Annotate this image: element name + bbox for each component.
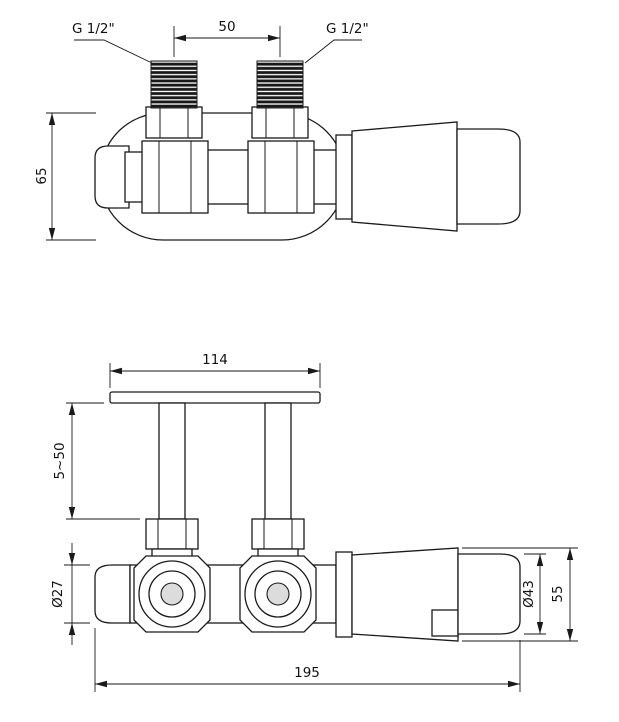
dimension-thread-spacing: 50 — [173, 19, 281, 57]
top-view: 50 G 1/2" G 1/2" 65 — [34, 19, 521, 241]
thread-label-right: G 1/2" — [304, 21, 369, 64]
pipe-end-cap-top — [94, 145, 130, 209]
head-knob-top — [456, 128, 521, 225]
dimension-total-length: 195 — [94, 628, 521, 692]
pipe-left — [158, 402, 186, 520]
union-nut-left-outline — [145, 518, 199, 550]
dimension-pipe-diameter: Ø27 — [50, 543, 90, 645]
pipe-right — [264, 402, 292, 520]
leader-line — [304, 39, 362, 64]
front-view: 114 5~50 Ø27 Ø43 — [50, 352, 578, 692]
body-connector-center — [199, 149, 255, 205]
wall-plate — [109, 391, 321, 404]
head-taper-top — [351, 121, 458, 232]
dimension-oval-height: 65 — [34, 112, 96, 241]
dim-label-head-height: 55 — [550, 585, 566, 602]
dim-label-total-length: 195 — [294, 665, 320, 681]
locknut-right — [251, 106, 309, 139]
head-flange-front — [335, 551, 353, 638]
dim-label-head-diameter: Ø43 — [521, 580, 537, 608]
head-flange-top — [335, 134, 353, 220]
head-knob-front — [457, 553, 521, 635]
locknut-left — [145, 106, 203, 139]
thread-right — [256, 60, 304, 109]
head-clip-detail — [431, 609, 459, 637]
dim-label-pipe-diameter: Ø27 — [50, 580, 66, 608]
dim-label-oval-height: 65 — [34, 167, 50, 184]
union-nut-right — [251, 518, 305, 550]
thread-label-left-text: G 1/2" — [72, 21, 115, 37]
valve-block-left — [141, 140, 209, 214]
dimension-plate-width: 114 — [109, 352, 321, 388]
locknut-left-outline — [145, 106, 203, 139]
dim-label-plate-width: 114 — [202, 352, 228, 368]
dim-label-depth-range: 5~50 — [52, 442, 68, 479]
valve-block-right — [247, 140, 315, 214]
valve-union-face-right — [244, 560, 312, 628]
valve-union-face-left — [138, 560, 206, 628]
union-nut-right-outline — [251, 518, 305, 550]
inner-hub — [266, 582, 290, 606]
valve-block-left-outline — [141, 140, 209, 214]
thread-label-left: G 1/2" — [72, 21, 153, 64]
union-nut-left — [145, 518, 199, 550]
dimension-head-diameter: Ø43 — [521, 553, 546, 635]
locknut-right-outline — [251, 106, 309, 139]
thread-label-right-text: G 1/2" — [326, 21, 369, 37]
inner-hub — [160, 582, 184, 606]
dim-label-spacing: 50 — [218, 19, 235, 35]
valve-block-right-outline — [247, 140, 315, 214]
leader-line — [74, 39, 153, 64]
dimension-depth-range: 5~50 — [52, 402, 140, 520]
thread-left — [150, 60, 198, 109]
pipe-end-cap-front — [94, 564, 131, 624]
